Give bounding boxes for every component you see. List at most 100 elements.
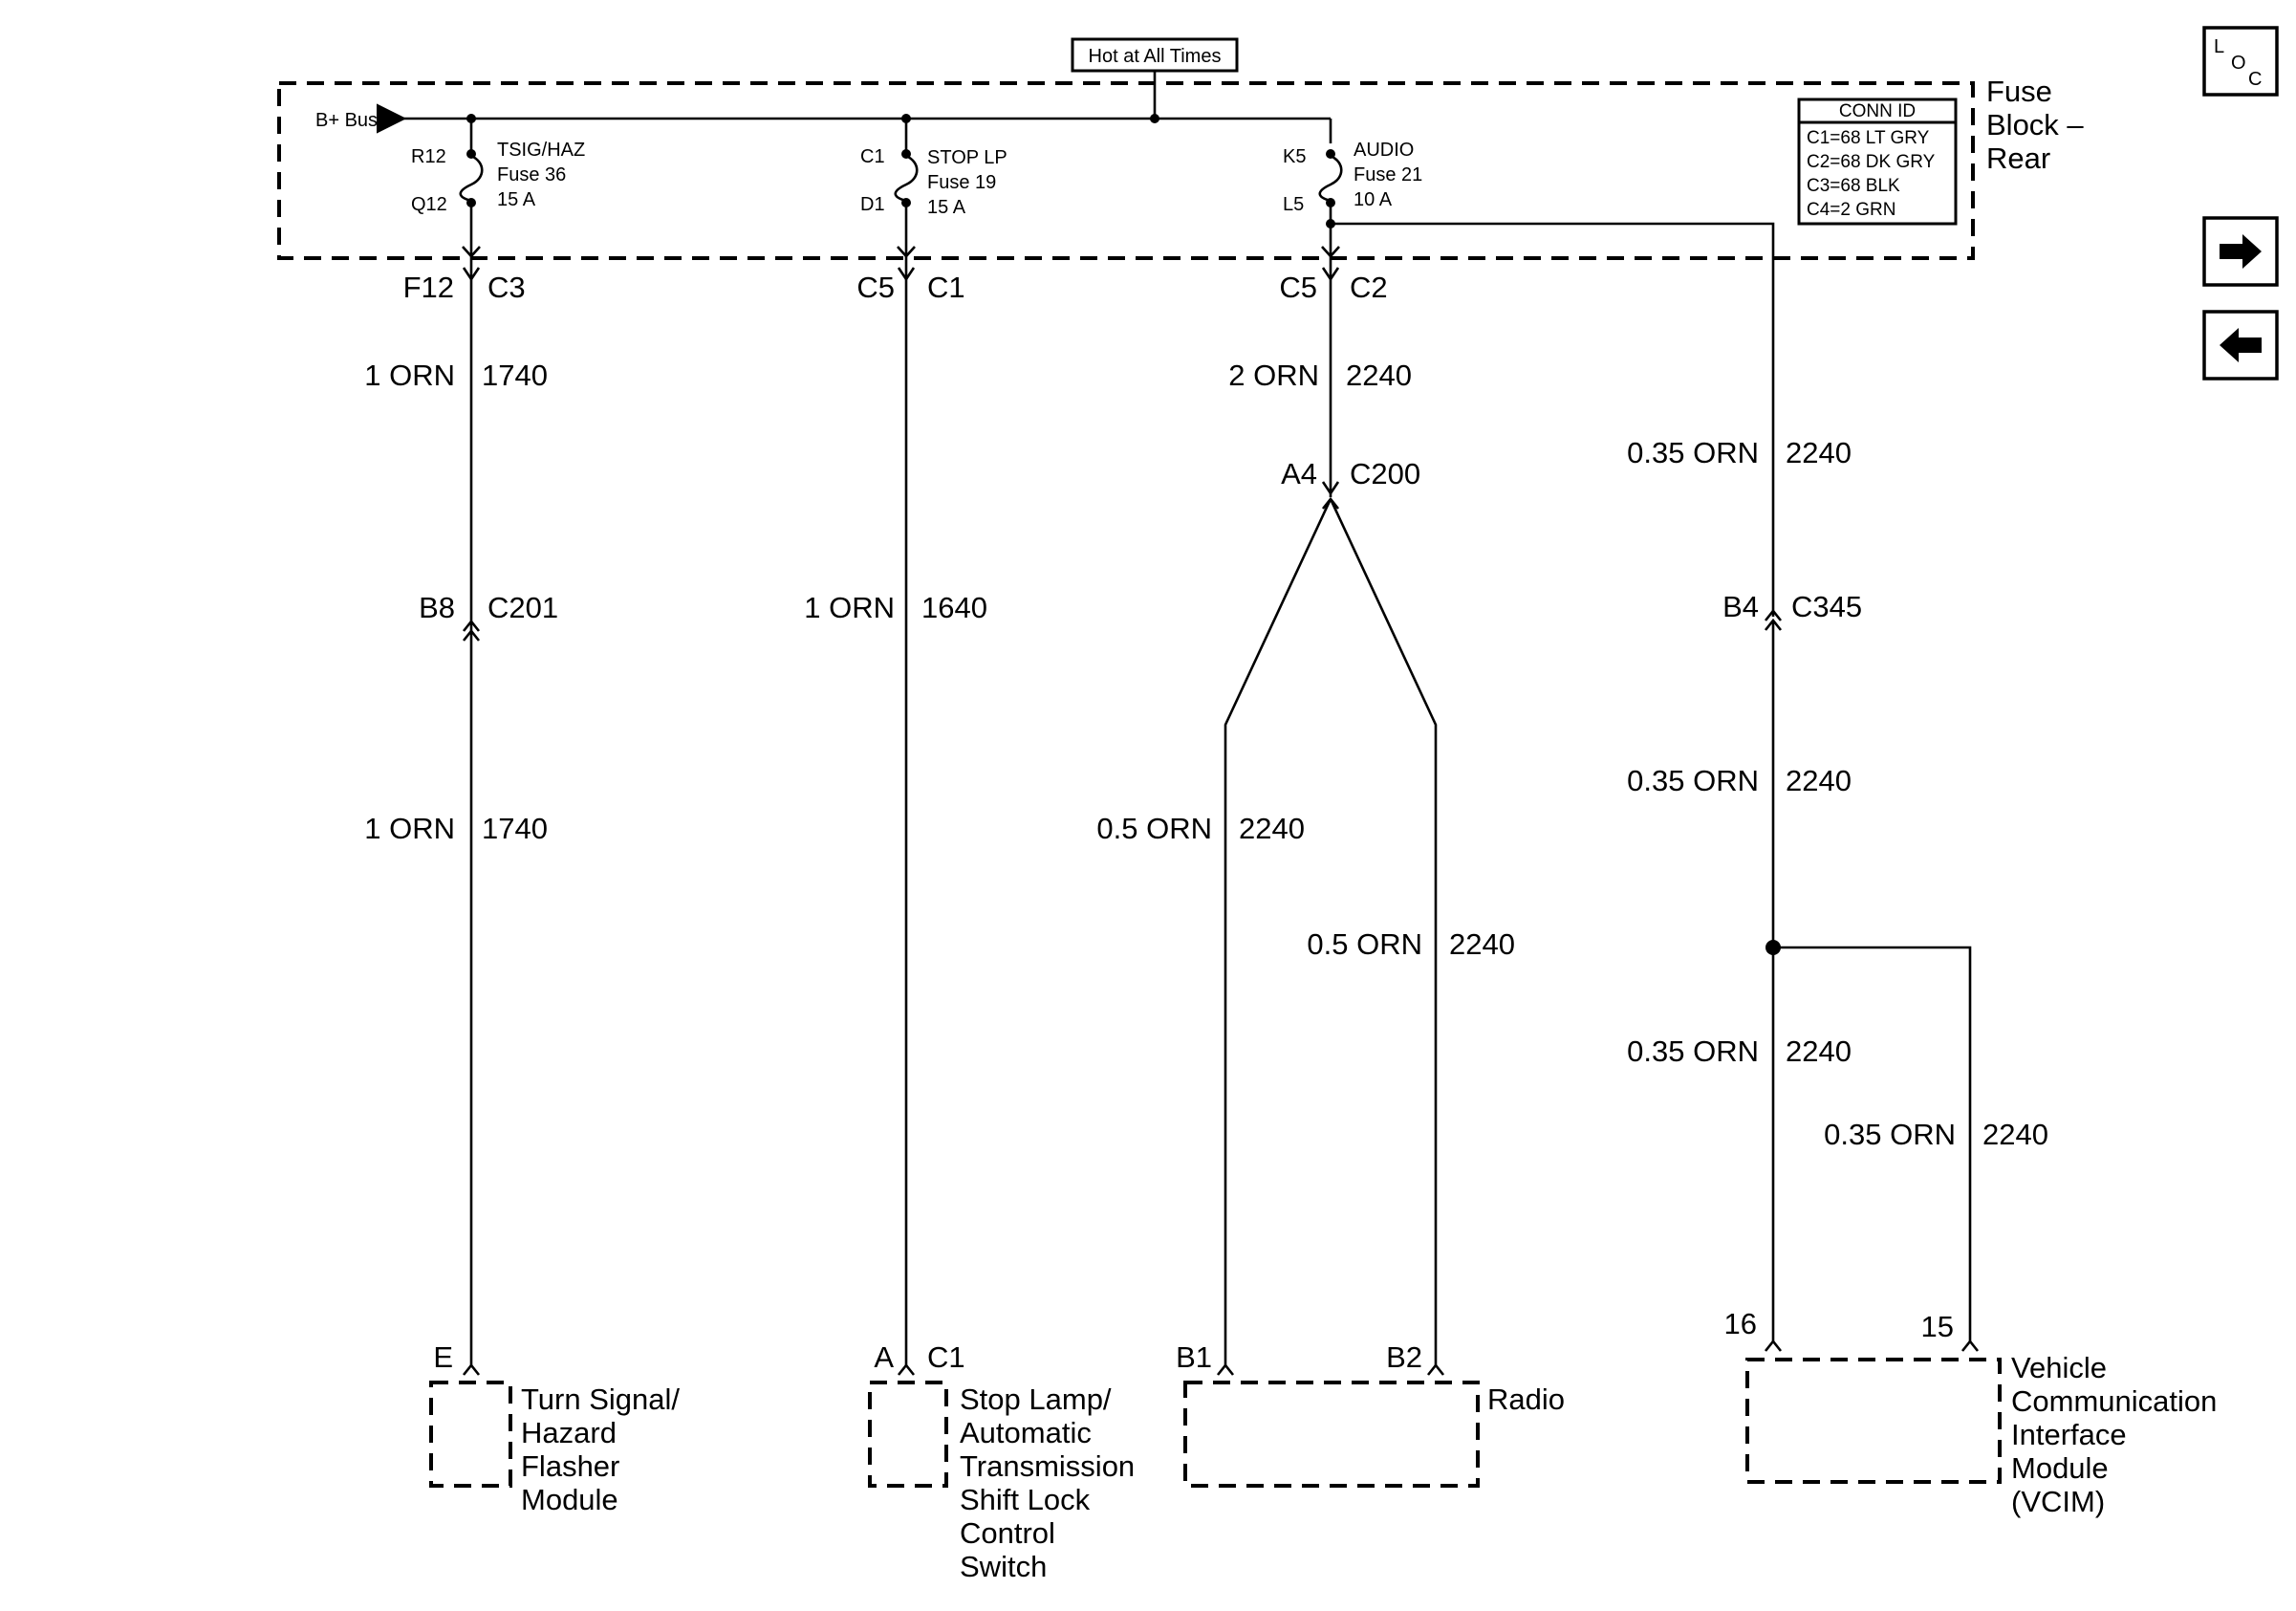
wire5-circuit: 2240 xyxy=(1239,812,1305,845)
stop-lamp-switch-box xyxy=(868,1381,948,1488)
fuse36-bottom-pin: Q12 xyxy=(411,194,447,215)
wire3-size: 1 ORN xyxy=(804,591,895,624)
fuse36-top-pin: R12 xyxy=(411,146,446,167)
next-page-button[interactable] xyxy=(2202,216,2279,287)
fuse-block-title-2: Block – xyxy=(1986,108,2084,142)
wire7-circuit: 2240 xyxy=(1786,436,1852,469)
vcim-line-1: Vehicle xyxy=(2011,1351,2107,1384)
stop-lamp-terminal xyxy=(897,1362,916,1376)
c200-conn: C200 xyxy=(1350,457,1420,490)
c3-conn: C3 xyxy=(487,271,526,304)
previous-page-button[interactable] xyxy=(2202,310,2279,381)
b1-terminal xyxy=(1216,1362,1235,1376)
fuse-19 xyxy=(894,119,919,258)
wire7-size: 0.35 ORN xyxy=(1627,436,1759,469)
c3-pin: F12 xyxy=(403,271,454,304)
fuse21-top-pin: K5 xyxy=(1283,146,1306,167)
vcim-16-terminal xyxy=(1764,1339,1783,1352)
vcim-line-3: Interface xyxy=(2011,1418,2127,1451)
wire1-circuit: 1740 xyxy=(482,359,548,392)
stop-lamp-line-4: Shift Lock xyxy=(960,1483,1091,1516)
conn-id-box: CONN ID C1=68 LT GRY C2=68 DK GRY C3=68 … xyxy=(1797,98,1958,226)
turn-module-line-3: Flasher xyxy=(521,1449,619,1483)
arrow-right-icon xyxy=(2220,234,2262,269)
conn-id-line-3: C3=68 BLK xyxy=(1807,176,1900,196)
wire2-circuit: 1740 xyxy=(482,812,548,845)
stop-lamp-line-6: Switch xyxy=(960,1550,1047,1583)
radio-label: Radio xyxy=(1487,1382,1565,1416)
c345-pin: B4 xyxy=(1722,590,1759,623)
stop-lamp-line-3: Transmission xyxy=(960,1449,1135,1483)
radio-pin-b1: B1 xyxy=(1176,1340,1212,1374)
fuse19-top-pin: C1 xyxy=(860,146,885,167)
c1-pin: C5 xyxy=(856,271,895,304)
conn-id-line-2: C2=68 DK GRY xyxy=(1807,152,1936,172)
e-terminal xyxy=(462,1362,481,1376)
fuse36-amps: 15 A xyxy=(497,189,536,210)
wire1-size: 1 ORN xyxy=(364,359,455,392)
radio-branch-b2 xyxy=(1329,498,1438,1365)
c3-terminal xyxy=(462,267,481,282)
c2-pin: C5 xyxy=(1279,271,1317,304)
wire6-circuit: 2240 xyxy=(1449,927,1515,961)
wire-2240-vcim-15 xyxy=(1773,946,1972,1341)
turn-module-line-2: Hazard xyxy=(521,1416,617,1449)
c2-conn: C2 xyxy=(1350,271,1388,304)
conn-id-line-4: C4=2 GRN xyxy=(1807,200,1895,220)
c1-terminal xyxy=(897,267,916,282)
c201-conn: C201 xyxy=(487,591,558,624)
wire5-size: 0.5 ORN xyxy=(1096,812,1212,845)
bus-junction-hot xyxy=(1150,114,1159,123)
fuse21-bottom-pin: L5 xyxy=(1283,194,1304,215)
vcim-pin-16: 16 xyxy=(1724,1307,1757,1340)
wire8-circuit: 2240 xyxy=(1786,764,1852,797)
loc-c: C xyxy=(2248,69,2262,90)
fuse-block-title-1: Fuse xyxy=(1986,75,2052,108)
wire6-size: 0.5 ORN xyxy=(1307,927,1422,961)
vcim-box xyxy=(1745,1358,2002,1484)
turn-module-line-4: Module xyxy=(521,1483,618,1516)
wire2-size: 1 ORN xyxy=(364,812,455,845)
radio-pin-b2: B2 xyxy=(1386,1340,1422,1374)
turn-module-pin: E xyxy=(433,1340,453,1374)
conn-id-line-1: C1=68 LT GRY xyxy=(1807,128,1930,148)
location-button[interactable]: L O C xyxy=(2202,26,2279,97)
turn-signal-module-box xyxy=(429,1381,512,1488)
stop-lamp-conn: C1 xyxy=(927,1340,965,1374)
fuse-21 xyxy=(1318,149,1343,258)
vcim-feed-wire xyxy=(1331,222,1775,617)
wire3-circuit: 1640 xyxy=(921,591,987,624)
loc-l: L xyxy=(2214,36,2224,57)
vcim-line-2: Communication xyxy=(2011,1384,2217,1418)
vcim-15-terminal xyxy=(1960,1339,1980,1352)
wire9-circuit: 2240 xyxy=(1786,1034,1852,1068)
arrow-left-icon xyxy=(2220,328,2262,362)
wire10-size: 0.35 ORN xyxy=(1824,1118,1956,1151)
fuse19-bottom-pin: D1 xyxy=(860,194,885,215)
fuse-block-title-3: Rear xyxy=(1986,142,2050,175)
radio-branch-b1 xyxy=(1224,498,1332,1365)
wire8-size: 0.35 ORN xyxy=(1627,764,1759,797)
fuse19-name: STOP LP xyxy=(927,147,1007,168)
stop-lamp-line-2: Automatic xyxy=(960,1416,1092,1449)
stop-lamp-pin: A xyxy=(874,1340,894,1374)
c200-pin: A4 xyxy=(1281,457,1317,490)
turn-module-line-1: Turn Signal/ xyxy=(521,1382,680,1416)
stop-lamp-line-5: Control xyxy=(960,1516,1055,1550)
c200-terminal xyxy=(1321,481,1340,496)
fuse-36 xyxy=(459,119,484,258)
fuse36-number: Fuse 36 xyxy=(497,164,566,185)
c345-conn: C345 xyxy=(1791,590,1862,623)
stop-lamp-line-1: Stop Lamp/ xyxy=(960,1382,1112,1416)
vcim-line-4: Module xyxy=(2011,1451,2109,1485)
loc-o: O xyxy=(2231,53,2246,74)
fuse19-amps: 15 A xyxy=(927,197,966,218)
c1-conn: C1 xyxy=(927,271,965,304)
wire4-circuit: 2240 xyxy=(1346,359,1412,392)
c2-terminal xyxy=(1321,267,1340,282)
fuse21-number: Fuse 21 xyxy=(1354,164,1422,185)
wire10-circuit: 2240 xyxy=(1982,1118,2048,1151)
wire4-size: 2 ORN xyxy=(1228,359,1319,392)
c201-pin: B8 xyxy=(419,591,455,624)
